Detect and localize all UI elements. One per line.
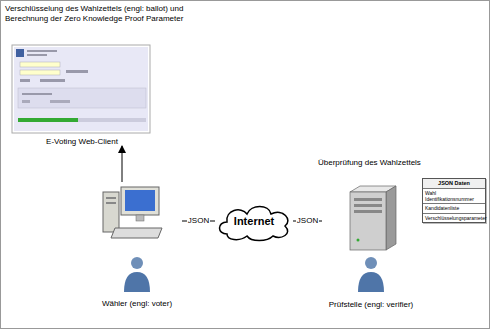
server-icon-part <box>350 192 386 250</box>
node-label: Prüfstelle (engl: verifier) <box>328 300 414 309</box>
server-icon <box>350 186 396 250</box>
server-icon-part <box>354 204 382 207</box>
connector-label: JSON <box>187 217 210 226</box>
table-cell: Kandidatenliste <box>423 203 485 212</box>
computer-icon-part <box>106 202 116 204</box>
web-client-screenshot-part <box>14 47 148 131</box>
connector-line <box>122 146 123 182</box>
computer-icon-part <box>103 192 119 232</box>
web-client-screenshot-part <box>18 118 146 122</box>
table-cell: Verschlüsselungsparameter <box>423 213 485 222</box>
node-label: E-Voting Web-Client <box>45 137 119 146</box>
voter-workstation: Wähler (engl: voter) <box>92 182 182 308</box>
computer-icon-part <box>111 228 162 238</box>
web-client-screenshot-part <box>27 50 57 52</box>
web-client-screenshot-part <box>40 79 65 82</box>
voter-person-icon <box>124 257 150 292</box>
server-icon-part <box>354 198 382 201</box>
table-cell: Wahl Identifikationsnummer <box>423 188 485 204</box>
internet-cloud: Internet <box>215 200 293 242</box>
voter-person-icon-part <box>124 272 150 292</box>
web-client-screenshot-part <box>22 100 30 103</box>
web-client-screenshot-part <box>20 62 60 67</box>
server-icon-part <box>354 210 382 213</box>
web-client-screenshot <box>12 45 150 133</box>
web-client-screenshot-part <box>27 54 47 56</box>
verifier-person-icon-part <box>358 272 384 292</box>
verifier-person-icon-part <box>365 257 377 269</box>
client-screenshot: E-Voting Web-Client <box>12 45 152 146</box>
connector-label: JSON <box>296 217 319 226</box>
voter-person-icon-part <box>131 257 143 269</box>
table-header: JSON Daten <box>423 179 485 188</box>
web-client-screenshot-part <box>20 70 60 75</box>
computer-icon <box>103 187 162 238</box>
computer-icon-part <box>136 215 144 221</box>
web-client-screenshot-part <box>12 45 150 133</box>
web-client-screenshot-part <box>50 100 70 103</box>
web-client-screenshot-part <box>66 70 88 73</box>
client-description: Verschlüsselung des Wahlzettels (engl: b… <box>5 4 200 23</box>
verifier-server: Prüfstelle (engl: verifier) <box>322 183 420 309</box>
computer-icon-part <box>125 190 155 211</box>
verification-heading: Überprüfung des Wahlzettels <box>318 158 458 168</box>
node-label: Internet <box>234 215 274 227</box>
web-client-screenshot-part <box>18 88 146 108</box>
computer-icon-part <box>121 187 159 215</box>
cloud-outline-path <box>220 207 288 241</box>
verifier-person-icon <box>358 257 384 292</box>
server-icon-part <box>357 239 360 242</box>
web-client-screenshot-part <box>22 93 52 95</box>
web-client-screenshot-part <box>20 79 30 82</box>
web-client-screenshot-part <box>18 118 78 122</box>
web-client-screenshot-part <box>16 49 24 57</box>
server-icon-part <box>386 186 396 250</box>
node-label: Wähler (engl: voter) <box>101 299 173 308</box>
json-data-table: JSON DatenWahl IdentifikationsnummerKand… <box>422 178 486 223</box>
computer-icon-part <box>106 197 116 199</box>
